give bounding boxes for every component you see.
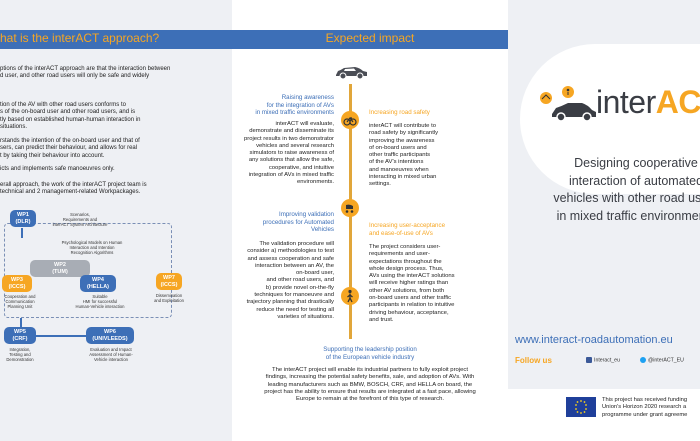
left-column — [0, 0, 232, 441]
approach-point-1: tion of the AV with other road users con… — [0, 102, 141, 130]
psych-models-note: Psychological Models on Human Interactio… — [61, 240, 123, 255]
logo-main-text: inter — [596, 84, 656, 120]
bicycle-icon — [341, 111, 359, 129]
wp5-arrow — [20, 318, 22, 328]
approach-summary: erall approach, the work of the interACT… — [0, 182, 147, 196]
funding-bar — [508, 389, 700, 441]
impact-2-heading: Increasing road safety — [369, 109, 430, 116]
impact-2-text: interACT will contribute to road safety … — [369, 123, 439, 188]
wp5-note: Integration, Testing and Demonstration — [6, 347, 34, 362]
impact-3-text: The validation procedure will consider a… — [246, 241, 334, 320]
follow-us-label: Follow us — [515, 356, 552, 365]
eu-flag-icon — [566, 397, 596, 417]
middle-section-title: Expected impact — [325, 31, 415, 45]
wp6-note: Evaluation and Impact Assessment of Huma… — [89, 347, 133, 362]
wp7-box: WP7 (ICCS) — [156, 273, 182, 290]
wp4-note: Suitable HMI for successful Human-Vehicl… — [75, 294, 125, 309]
middle-title-bar — [232, 30, 508, 49]
wp5-box: WP5 (CRF) — [4, 327, 36, 344]
twitter-link[interactable]: @interACT_EU — [640, 357, 684, 363]
wp1-note: Scenarios, Requirements and interACT Sys… — [52, 212, 108, 227]
impact-1-text: interACT will evaluate, demonstrate and … — [243, 121, 334, 186]
baby-stroller-icon — [341, 199, 359, 217]
impact-5-text: The interACT project will enable its ind… — [264, 367, 476, 403]
wp3-box: WP3 (ICCS) — [2, 275, 32, 292]
impact-3-heading: Improving validation procedures for Auto… — [262, 211, 334, 233]
left-title-bar — [0, 30, 232, 49]
impact-4-text: The project considers user- requirements… — [369, 244, 455, 323]
wp7-note: Dissemination and Exploitation — [154, 293, 184, 303]
wp-dashed-frame — [4, 223, 172, 318]
approach-intro: ptions of the interACT approach are that… — [0, 66, 171, 80]
wp6-box: WP6 (UNIVLEEDS) — [86, 327, 134, 344]
wp4-box: WP4 (HELLA) — [80, 275, 116, 292]
facebook-link[interactable]: Interact_eu — [586, 357, 620, 363]
facebook-handle: Interact_eu — [594, 357, 620, 364]
logo-graphic — [538, 86, 598, 126]
impact-5-heading: Supporting the leadership position of th… — [323, 346, 417, 361]
logo-panel — [520, 44, 700, 194]
approach-point-2: rstands the intention of the on-board us… — [0, 138, 140, 159]
tagline: Designing cooperative interaction of aut… — [553, 156, 700, 223]
impact-1-heading: Raising awareness for the integration of… — [255, 94, 334, 116]
interact-logo: interAC — [596, 84, 700, 121]
twitter-icon — [640, 357, 646, 363]
wp3-note: Cooperation and Communication Planning U… — [4, 294, 36, 309]
funding-text: This project has received funding Union'… — [602, 397, 688, 418]
approach-point-3: icts and implements safe manoeuvres only… — [0, 166, 115, 172]
wp2-box: WP2 (TUM) — [30, 260, 90, 277]
logo-accent-text: AC — [655, 84, 700, 120]
left-section-title: hat is the interACT approach? — [0, 31, 160, 45]
wp5-wp6-arrow — [36, 335, 86, 337]
pedestrian-icon — [341, 287, 359, 305]
middle-column — [232, 0, 508, 441]
car-icon — [333, 64, 369, 80]
impact-4-heading: Increasing user-acceptance and ease-of-u… — [369, 222, 446, 237]
website-link[interactable]: www.interact-roadautomation.eu — [515, 334, 673, 346]
twitter-handle: @interACT_EU — [648, 357, 684, 364]
wp1-box: WP1 (DLR) — [10, 210, 36, 227]
facebook-icon — [586, 357, 592, 363]
wp1-arrow — [21, 228, 23, 238]
